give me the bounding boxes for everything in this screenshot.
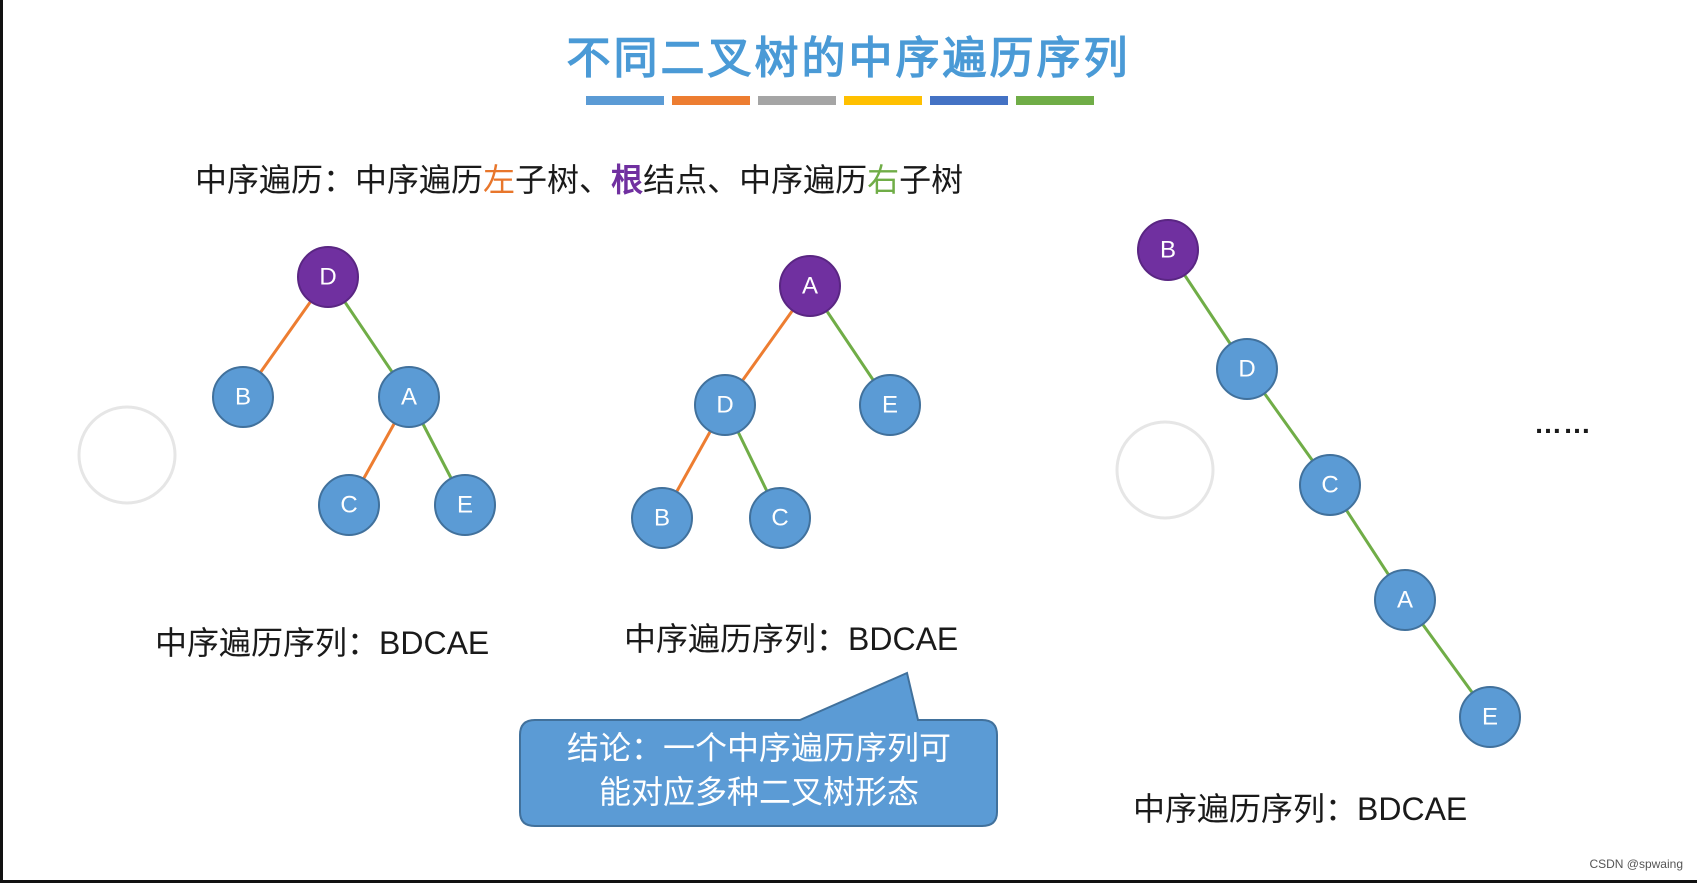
node-label-B: B: [654, 505, 670, 532]
tree-2-sequence: 中序遍历序列：BDCAE: [624, 614, 958, 660]
title-underline-segment: [586, 96, 664, 105]
definition-mid2: 结点、中序遍历: [643, 161, 868, 199]
node-label-D: D: [716, 392, 733, 419]
title-underline-segment: [930, 96, 1008, 105]
node-label-A: A: [1397, 587, 1413, 614]
node-B: [212, 366, 274, 428]
node-E: [1459, 686, 1521, 748]
tree-1-sequence: 中序遍历序列：BDCAE: [155, 618, 489, 664]
definition-suffix: 子树: [899, 161, 964, 199]
node-B: [631, 487, 693, 549]
tree-3: B D C A E: [1137, 219, 1521, 748]
node-label-B: B: [235, 384, 251, 411]
node-label-C: C: [340, 492, 357, 519]
node-label-E: E: [882, 392, 898, 419]
node-D: [1216, 338, 1278, 400]
node-label-B: B: [1160, 237, 1176, 264]
node-label-A: A: [401, 384, 417, 411]
tree-2: A D E B C: [631, 255, 921, 549]
node-label-C: C: [1321, 472, 1338, 499]
definition-root-word: 根: [611, 161, 644, 199]
bottom-edge-bar: [0, 880, 1697, 883]
title-underline-segment: [844, 96, 922, 105]
definition-right-word: 右: [867, 161, 900, 199]
node-D: [694, 374, 756, 436]
node-E: [434, 474, 496, 536]
conclusion-callout: 结论：一个中序遍历序列可 能对应多种二叉树形态: [520, 726, 998, 814]
sequence-value: BDCAE: [1357, 791, 1468, 827]
node-label-E: E: [457, 492, 473, 519]
more-ellipsis: ……: [1534, 408, 1592, 439]
node-label-E: E: [1482, 704, 1498, 731]
title-underline-segment: [758, 96, 836, 105]
node-label-A: A: [802, 273, 818, 300]
node-label-D: D: [319, 264, 336, 291]
sequence-label: 中序遍历序列：: [1133, 790, 1358, 828]
callout-line-2: 能对应多种二叉树形态: [598, 773, 919, 811]
definition-prefix: 中序遍历：中序遍历: [195, 161, 484, 199]
definition-left-word: 左: [483, 161, 516, 199]
node-A: [1374, 569, 1436, 631]
sequence-value: BDCAE: [379, 625, 490, 661]
title-underline-segment: [672, 96, 750, 105]
node-label-D: D: [1238, 356, 1255, 383]
node-D: [297, 246, 359, 308]
sequence-value: BDCAE: [848, 621, 959, 657]
node-C: [749, 487, 811, 549]
node-E: [859, 374, 921, 436]
sequence-label: 中序遍历序列：: [624, 620, 849, 658]
csdn-credit: CSDN @spwaing: [1589, 857, 1683, 871]
tree-1: D B A C E: [212, 246, 496, 536]
tree-3-sequence: 中序遍历序列：BDCAE: [1133, 784, 1467, 830]
title-underline-segment: [1016, 96, 1094, 105]
node-label-C: C: [771, 505, 788, 532]
definition-mid1: 子树、: [515, 161, 612, 199]
left-edge-bar: [0, 0, 3, 883]
node-A: [378, 366, 440, 428]
sequence-label: 中序遍历序列：: [155, 624, 380, 662]
node-C: [318, 474, 380, 536]
node-A: [779, 255, 841, 317]
slide-title: 不同二叉树的中序遍历序列: [566, 33, 1131, 84]
callout-bubble: [519, 671, 998, 827]
node-C: [1299, 454, 1361, 516]
callout-line-1: 结论：一个中序遍历序列可: [566, 729, 951, 767]
inorder-definition: 中序遍历：中序遍历左子树、根结点、中序遍历右子树: [195, 155, 963, 201]
node-B: [1137, 219, 1199, 281]
